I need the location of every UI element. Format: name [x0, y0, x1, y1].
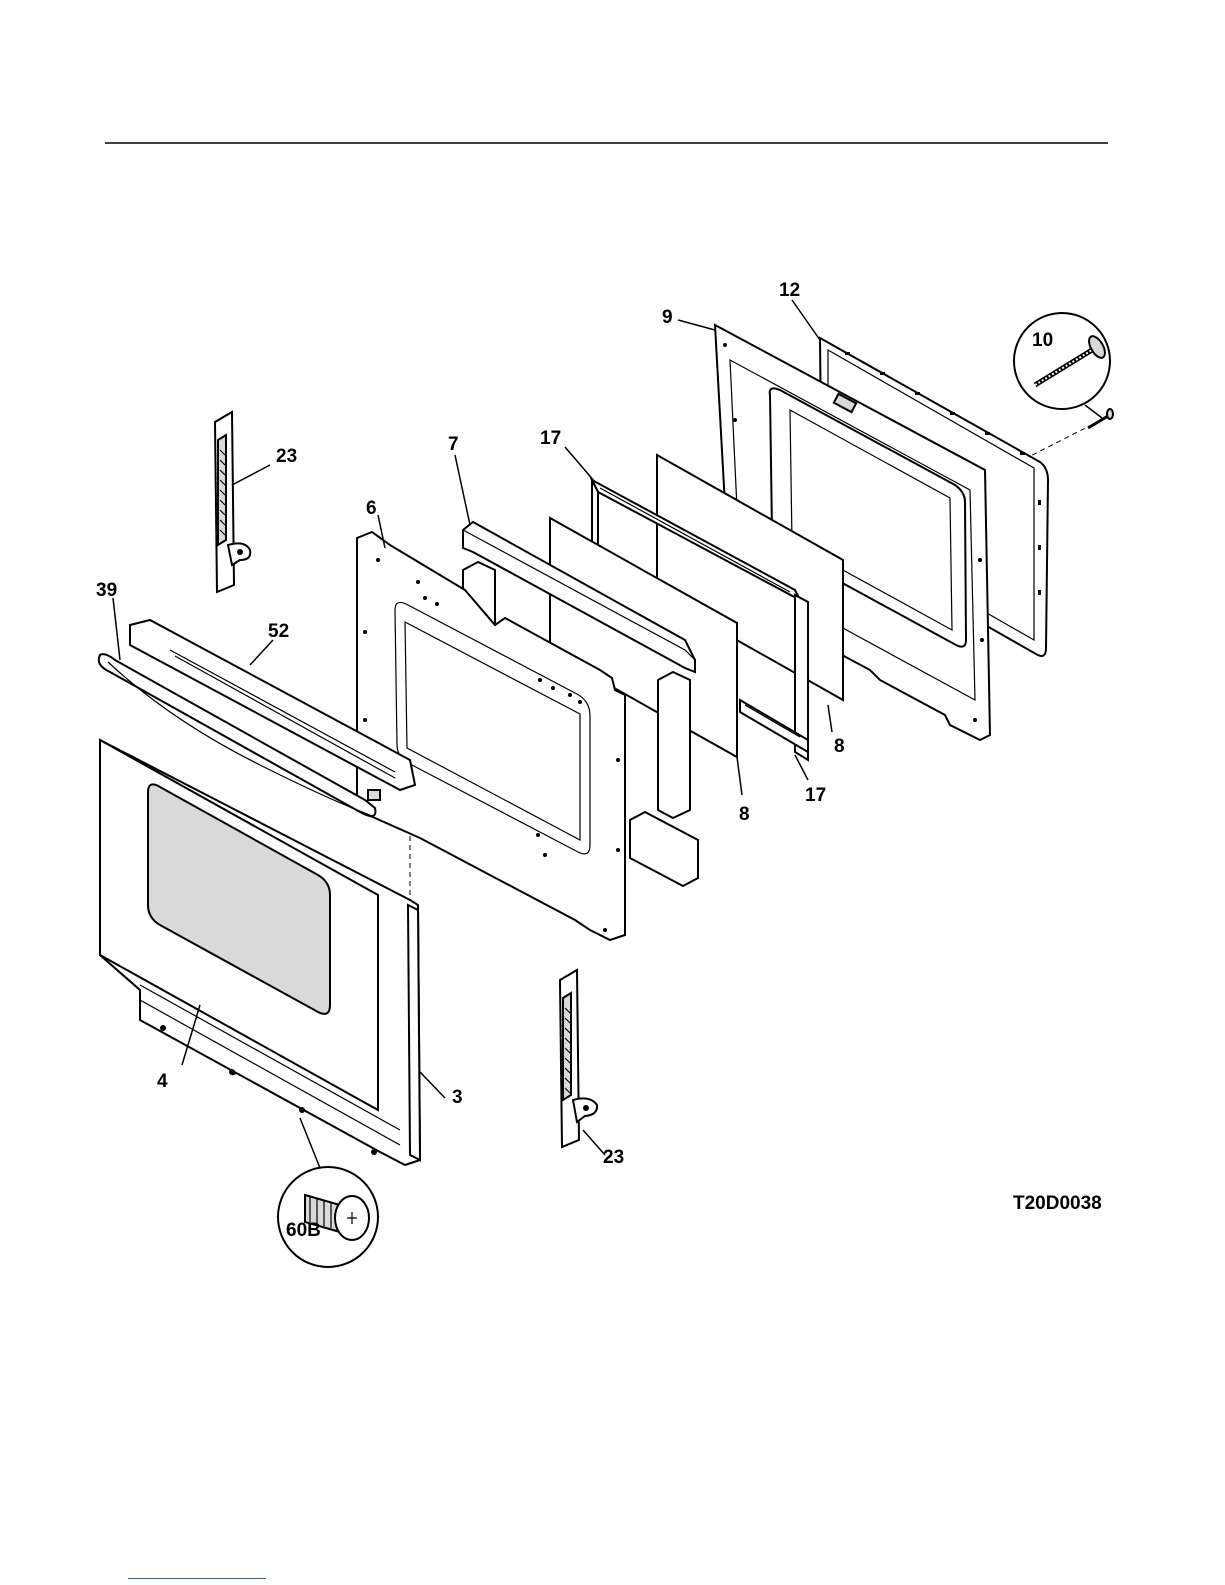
- callout-9: 9: [662, 307, 673, 328]
- callout-8-right: 8: [834, 736, 845, 757]
- callout-39: 39: [96, 580, 117, 601]
- screw-detail: [278, 1167, 378, 1267]
- bolt-detail: [1014, 313, 1113, 428]
- callout-3: 3: [452, 1087, 463, 1108]
- callout-60b: 60B: [286, 1220, 321, 1241]
- callout-10: 10: [1032, 330, 1053, 351]
- callout-4: 4: [157, 1071, 168, 1092]
- door-hinge-icon: [560, 970, 597, 1147]
- footer-underline: [128, 1578, 266, 1579]
- bolt-icon: [1088, 416, 1108, 428]
- callout-52: 52: [268, 621, 289, 642]
- callout-17-upper: 17: [540, 428, 561, 449]
- callout-23-upper: 23: [276, 446, 297, 467]
- door-hinge-icon: [215, 412, 250, 592]
- callout-8-left: 8: [739, 804, 750, 825]
- callout-7: 7: [448, 434, 459, 455]
- callout-6: 6: [366, 498, 377, 519]
- callout-17-lower: 17: [805, 785, 826, 806]
- callout-12: 12: [779, 280, 800, 301]
- diagram-code: T20D0038: [1013, 1193, 1102, 1214]
- callout-23-lower: 23: [603, 1147, 624, 1168]
